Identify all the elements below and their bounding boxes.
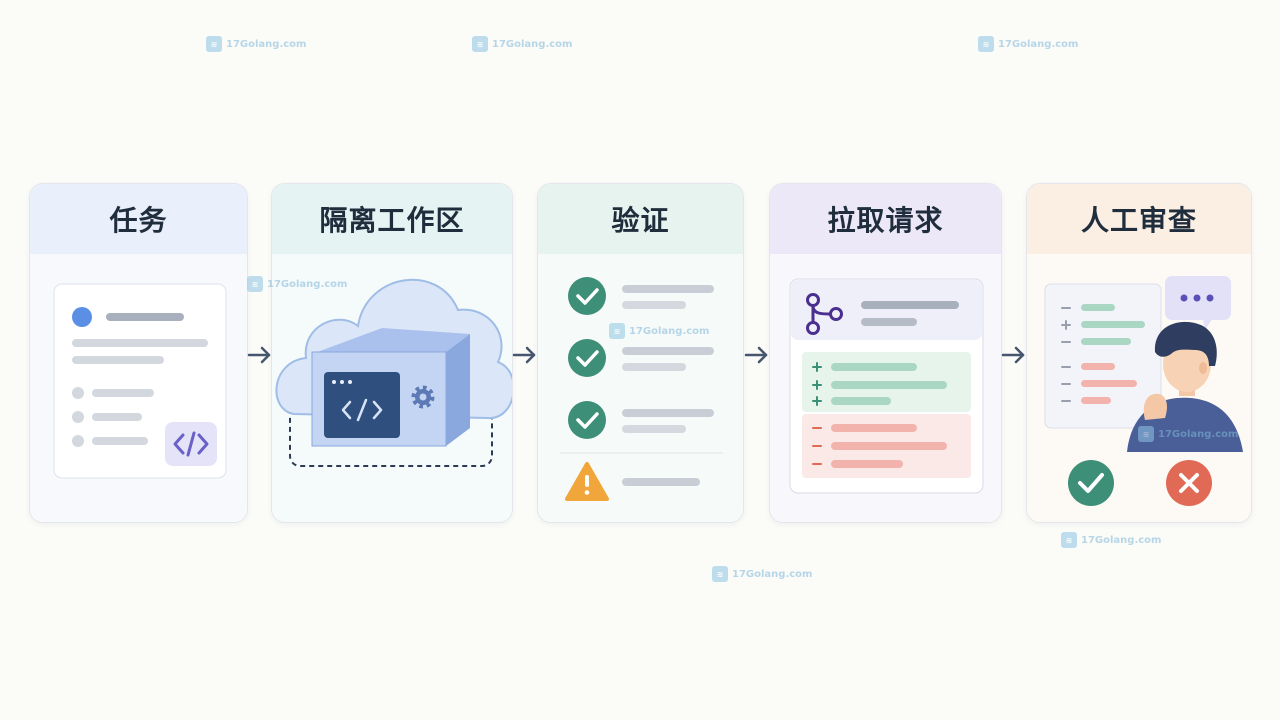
step-header: 拉取请求	[770, 184, 1001, 254]
watermark: ≋ 17Golang.com	[1138, 426, 1238, 442]
step-pull-request-card: 拉取请求	[769, 183, 1002, 523]
watermark-text: 17Golang.com	[1081, 534, 1162, 546]
watermark-text: 17Golang.com	[1158, 428, 1239, 440]
watermark-icon: ≋	[472, 36, 488, 52]
step-header: 任务	[30, 184, 247, 254]
watermark-text: 17Golang.com	[629, 325, 710, 337]
check-circle-icon	[568, 339, 606, 377]
step-title: 人工审查	[1080, 204, 1197, 237]
check-circle-icon	[568, 277, 606, 315]
step-title: 隔离工作区	[319, 204, 465, 237]
warning-icon	[565, 462, 609, 501]
verification-checklist	[560, 277, 723, 501]
step-title: 验证	[611, 204, 670, 237]
code-icon	[341, 398, 383, 422]
watermark-text: 17Golang.com	[732, 568, 813, 580]
gear-icon	[411, 385, 435, 409]
plus-icon	[812, 362, 822, 406]
code-icon	[173, 431, 209, 457]
watermark-text: 17Golang.com	[267, 278, 348, 290]
git-branch-icon	[806, 293, 843, 335]
watermark-icon: ≋	[978, 36, 994, 52]
watermark-icon: ≋	[1061, 532, 1077, 548]
step-body	[272, 254, 512, 522]
step-workspace-card: 隔离工作区	[271, 183, 513, 523]
step-body	[1027, 254, 1251, 522]
step-header: 验证	[538, 184, 743, 254]
step-body	[538, 254, 743, 522]
watermark: ≋ 17Golang.com	[712, 566, 812, 582]
watermark: ≋ 17Golang.com	[472, 36, 572, 52]
human-review-illustration	[1044, 276, 1243, 506]
flow-arrow	[247, 346, 271, 364]
step-task-card: 任务	[29, 183, 248, 523]
flow-arrow	[744, 346, 768, 364]
step-body	[770, 254, 1001, 522]
isolated-workspace-illustration	[275, 278, 512, 467]
watermark: ≋ 17Golang.com	[978, 36, 1078, 52]
watermark-icon: ≋	[206, 36, 222, 52]
watermark-text: 17Golang.com	[226, 38, 307, 50]
reviewer-person-icon	[1127, 321, 1243, 452]
approve-icon	[1068, 460, 1114, 506]
watermark-text: 17Golang.com	[492, 38, 573, 50]
watermark: ≋ 17Golang.com	[1061, 532, 1161, 548]
flow-arrow	[1001, 346, 1025, 364]
step-title: 拉取请求	[827, 204, 944, 237]
step-human-review-card: 人工审查	[1026, 183, 1252, 523]
step-title: 任务	[109, 204, 168, 237]
task-document-illustration	[53, 283, 227, 479]
step-header: 隔离工作区	[272, 184, 512, 254]
watermark: ≋ 17Golang.com	[247, 276, 347, 292]
watermark-icon: ≋	[247, 276, 263, 292]
watermark: ≋ 17Golang.com	[609, 323, 709, 339]
reject-icon	[1166, 460, 1212, 506]
check-circle-icon	[568, 401, 606, 439]
minus-icon	[812, 427, 822, 465]
pull-request-diff	[789, 278, 984, 494]
step-body	[30, 254, 247, 522]
watermark-icon: ≋	[609, 323, 625, 339]
step-verify-card: 验证	[537, 183, 744, 523]
watermark-text: 17Golang.com	[998, 38, 1079, 50]
speech-bubble-icon	[1165, 276, 1231, 330]
flow-arrow	[512, 346, 536, 364]
watermark-icon: ≋	[1138, 426, 1154, 442]
watermark-icon: ≋	[712, 566, 728, 582]
watermark: ≋ 17Golang.com	[206, 36, 306, 52]
step-header: 人工审查	[1027, 184, 1251, 254]
